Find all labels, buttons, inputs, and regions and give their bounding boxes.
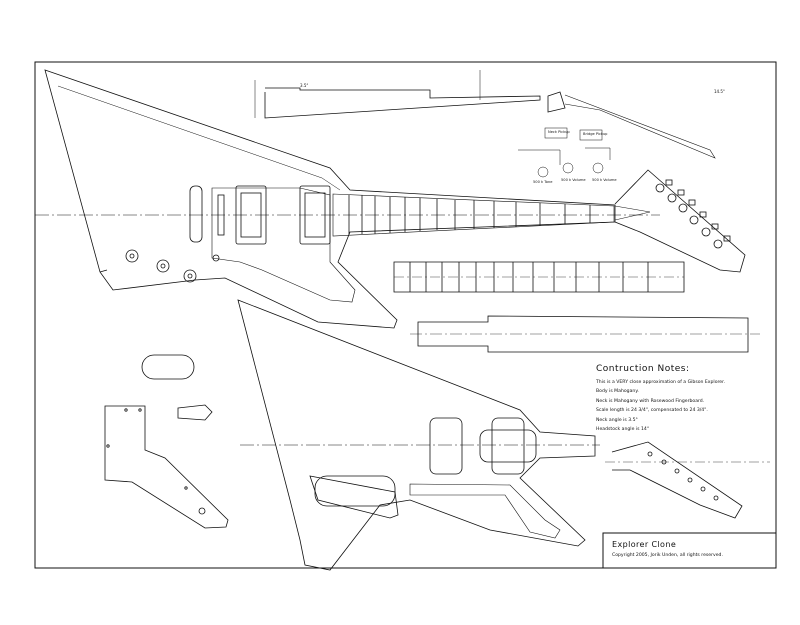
copyright: Copyright 2005, Jorik Unden, all rights … <box>612 553 723 558</box>
notes-line: Neck angle is 3.5° <box>596 417 638 423</box>
construction-notes: Contruction Notes: This is a VERY close … <box>596 364 776 434</box>
drawing-title: Explorer Clone <box>612 540 677 549</box>
dim-neck-angle: 3.5° <box>300 83 309 88</box>
bridge <box>189 185 203 243</box>
notes-line: Scale length is 24 3/4", compensated to … <box>596 408 708 414</box>
title-block <box>602 532 777 569</box>
truss-cover-small <box>177 404 213 421</box>
notes-line: This is a VERY close approximation of a … <box>596 380 726 385</box>
side-profile <box>254 70 716 159</box>
pickguard-flat <box>104 405 229 529</box>
body-routing-view <box>237 299 600 571</box>
schematic-label-volume-2: 500 k Volume <box>592 178 617 182</box>
drawing-border <box>34 61 777 569</box>
schematic-label-neck: Neck Pickup <box>548 130 570 134</box>
pickguard-outline <box>211 187 356 303</box>
schematic-label-bridge: Bridge Pickup <box>583 132 608 136</box>
fretboard-flat <box>393 261 685 293</box>
truss-rod-cover <box>141 354 195 380</box>
neck-blank <box>410 315 760 353</box>
dim-headstock-angle: 14.5° <box>714 89 725 94</box>
control-knobs <box>125 249 220 283</box>
notes-line: Headstock angle is 14° <box>596 427 650 433</box>
notes-title: Contruction Notes: <box>596 364 690 374</box>
body-top-view <box>44 69 746 329</box>
wiring-schematic <box>518 127 611 178</box>
headstock-top <box>614 169 746 273</box>
notes-line: Neck is Mahogany with Rosewood Fingerboa… <box>596 398 705 404</box>
schematic-label-volume-1: 500 k Volume <box>561 178 586 182</box>
tuners <box>655 179 731 249</box>
schematic-label-tone: 500 k Tone <box>533 180 553 184</box>
notes-line: Body is Mahogany. <box>596 389 639 395</box>
headstock-detail <box>605 441 770 519</box>
